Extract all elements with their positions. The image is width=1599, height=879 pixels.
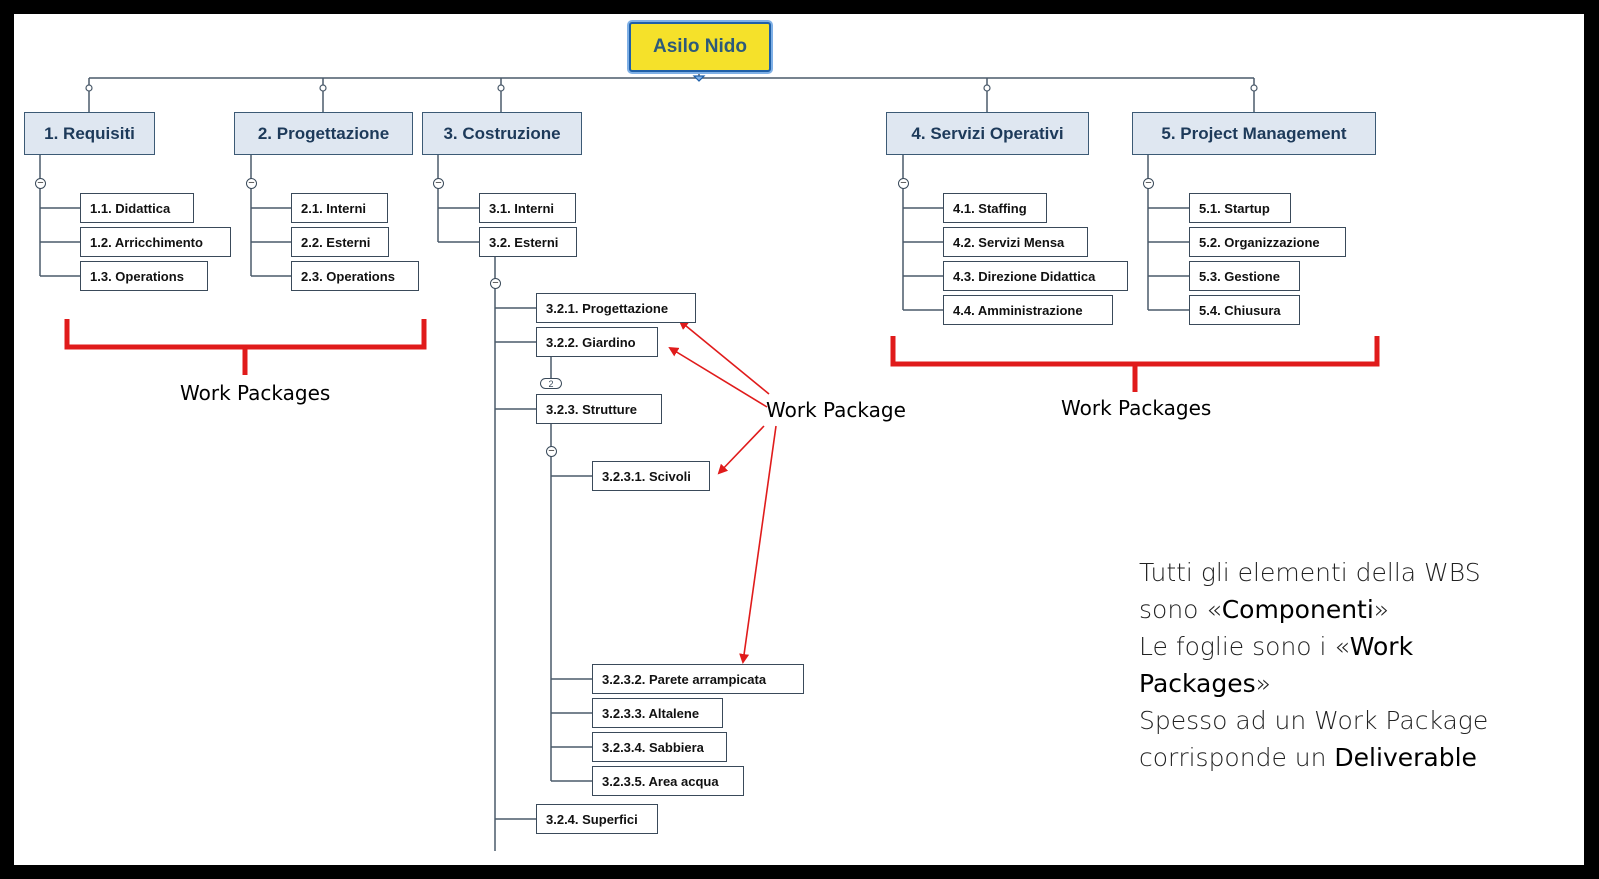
note-text: Le foglie sono i «: [1139, 632, 1350, 661]
node-project-management[interactable]: 5. Project Management: [1132, 112, 1376, 155]
label-work-packages-left: Work Packages: [180, 381, 331, 405]
leaf-superfici[interactable]: 3.2.4. Superfici: [536, 804, 658, 834]
red-arrows: [668, 319, 777, 664]
explanation-note: Tutti gli elementi della WBS sono «Compo…: [1139, 554, 1539, 776]
arrow-to-progettazione: [678, 319, 770, 395]
node-esterni-3[interactable]: 3.2. Esterni: [479, 227, 577, 257]
note-text: »: [1255, 669, 1271, 698]
leaf-operations-2[interactable]: 2.3. Operations: [291, 261, 419, 291]
node-servizi-operativi[interactable]: 4. Servizi Operativi: [886, 112, 1089, 155]
collapse-toggle-requisiti[interactable]: −: [35, 178, 46, 189]
leaf-direzione-didattica[interactable]: 4.3. Direzione Didattica: [943, 261, 1128, 291]
collapse-toggle-costruzione[interactable]: −: [433, 178, 444, 189]
note-emphasis: Deliverable: [1334, 743, 1477, 772]
note-line-1: Tutti gli elementi della WBS: [1139, 554, 1539, 591]
note-text: sono «: [1139, 595, 1222, 624]
bracket-left: [64, 319, 427, 350]
leaf-arricchimento[interactable]: 1.2. Arricchimento: [80, 227, 231, 257]
leaf-servizi-mensa[interactable]: 4.2. Servizi Mensa: [943, 227, 1088, 257]
leaf-operations-1[interactable]: 1.3. Operations: [80, 261, 208, 291]
leaf-scivoli[interactable]: 3.2.3.1. Scivoli: [592, 461, 710, 491]
leaf-staffing[interactable]: 4.1. Staffing: [943, 193, 1047, 223]
leaf-parete-arrampicata[interactable]: 3.2.3.2. Parete arrampicata: [592, 664, 804, 694]
collapse-toggle-pm[interactable]: −: [1143, 178, 1154, 189]
leaf-area-acqua[interactable]: 3.2.3.5. Area acqua: [592, 766, 744, 796]
bus-nodes: [85, 75, 1258, 92]
collapse-toggle-strutture[interactable]: −: [546, 446, 557, 457]
leaf-altalene[interactable]: 3.2.3.3. Altalene: [592, 698, 723, 728]
leaf-gestione[interactable]: 5.3. Gestione: [1189, 261, 1300, 291]
connector-lines: [39, 72, 1380, 851]
node-requisiti[interactable]: 1. Requisiti: [24, 112, 155, 155]
label-work-package-center: Work Package: [766, 398, 906, 422]
label-work-packages-right: Work Packages: [1061, 396, 1212, 420]
tree-connectors: [39, 72, 1255, 851]
arrow-to-parete: [739, 425, 777, 664]
node-costruzione[interactable]: 3. Costruzione: [422, 112, 582, 155]
collapsed-count-badge[interactable]: 2: [540, 378, 562, 389]
collapse-toggle-servizi[interactable]: −: [898, 178, 909, 189]
leaf-amministrazione[interactable]: 4.4. Amministrazione: [943, 295, 1113, 325]
leaf-didattica[interactable]: 1.1. Didattica: [80, 193, 194, 223]
root-node[interactable]: Asilo Nido: [629, 22, 771, 72]
note-line-5: Spesso ad un Work Package: [1139, 702, 1539, 739]
leaf-chiusura[interactable]: 5.4. Chiusura: [1189, 295, 1300, 325]
note-line-6: corrisponde un Deliverable: [1139, 739, 1539, 776]
note-line-4: Packages»: [1139, 665, 1539, 702]
leaf-esterni-2[interactable]: 2.2. Esterni: [291, 227, 389, 257]
arrow-to-scivoli: [717, 425, 765, 475]
arrow-to-giardino: [668, 346, 768, 408]
leaf-startup[interactable]: 5.1. Startup: [1189, 193, 1291, 223]
leaf-organizzazione[interactable]: 5.2. Organizzazione: [1189, 227, 1346, 257]
note-line-3: Le foglie sono i «Work: [1139, 628, 1539, 665]
bracket-right: [890, 336, 1380, 367]
note-emphasis: Work: [1349, 632, 1414, 661]
note-text: Tutti gli elementi della WBS: [1139, 558, 1481, 587]
leaf-sabbiera[interactable]: 3.2.3.4. Sabbiera: [592, 732, 727, 762]
red-brackets: [64, 319, 1380, 392]
collapse-toggle-progettazione[interactable]: −: [246, 178, 257, 189]
note-text: »: [1373, 595, 1390, 624]
collapse-toggle-esterni[interactable]: −: [490, 278, 501, 289]
leaf-giardino[interactable]: 3.2.2. Giardino: [536, 327, 658, 357]
leaf-progettazione-321[interactable]: 3.2.1. Progettazione: [536, 293, 696, 323]
note-text: corrisponde un: [1139, 743, 1335, 772]
note-emphasis: Componenti: [1221, 595, 1374, 624]
node-strutture[interactable]: 3.2.3. Strutture: [536, 394, 662, 424]
note-emphasis: Packages: [1139, 669, 1256, 698]
note-line-2: sono «Componenti»: [1139, 591, 1539, 628]
leaf-interni-2[interactable]: 2.1. Interni: [291, 193, 388, 223]
note-text: Spesso ad un Work Package: [1139, 706, 1489, 735]
node-progettazione[interactable]: 2. Progettazione: [234, 112, 413, 155]
wbs-canvas: Asilo Nido 1. Requisiti 2. Progettazione…: [14, 14, 1584, 865]
node-interni-3[interactable]: 3.1. Interni: [479, 193, 576, 223]
